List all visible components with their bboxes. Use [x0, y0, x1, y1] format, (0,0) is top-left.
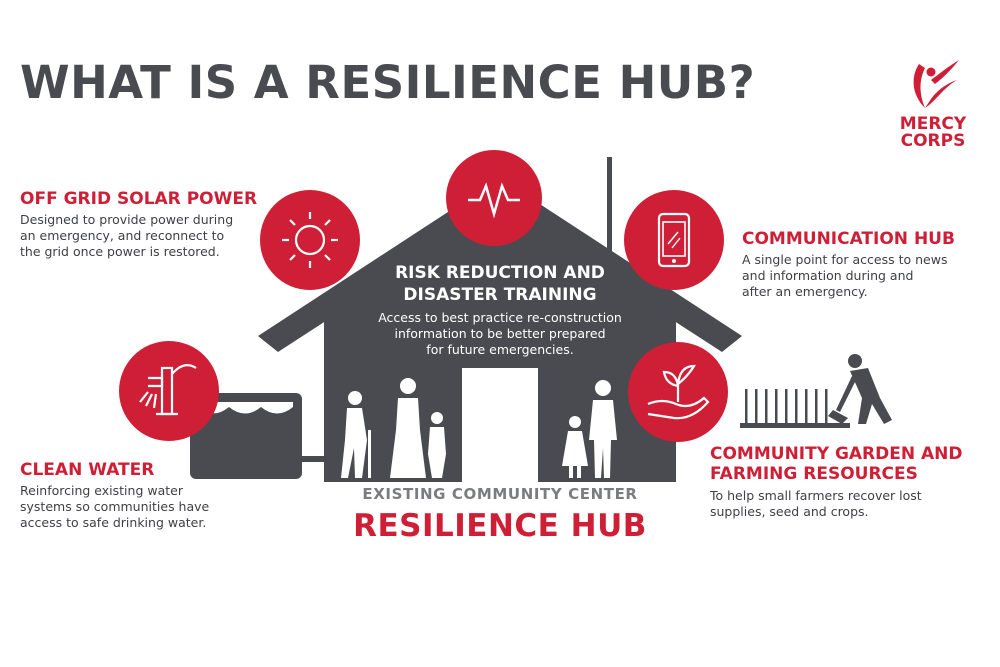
- house-door: [462, 368, 538, 482]
- pulse-line-icon-circle: [446, 150, 542, 246]
- water-description: Reinforcing existing water systems so co…: [20, 483, 210, 530]
- training-heading: RISK REDUCTION AND DISASTER TRAINING: [395, 263, 605, 305]
- sun-icon-circle: [260, 190, 360, 290]
- solar-heading: OFF GRID SOLAR POWER: [20, 189, 258, 209]
- mercy-corps-logo: MERCY CORPS: [892, 58, 974, 150]
- logo-line-1: MERCY: [899, 114, 967, 134]
- solar-description: Designed to provide power during an emer…: [20, 212, 234, 259]
- crop-row: [740, 389, 850, 428]
- garden-heading: COMMUNITY GARDEN AND FARMING RESOURCES: [710, 444, 963, 484]
- resilience-hub-label: RESILIENCE HUB: [353, 508, 647, 544]
- garden-description: To help small farmers recover lost suppl…: [710, 488, 922, 519]
- farmer-figure: [828, 354, 892, 424]
- mercy-corps-figure-icon: [913, 60, 959, 108]
- existing-center-label: EXISTING COMMUNITY CENTER: [362, 485, 638, 503]
- training-description: Access to best practice re-construction …: [378, 310, 622, 357]
- family-group-right: [562, 380, 617, 478]
- page-title: WHAT IS A RESILIENCE HUB?: [20, 56, 756, 109]
- smartphone-icon-circle: [624, 190, 724, 290]
- water-heading: CLEAN WATER: [20, 460, 155, 480]
- communication-description: A single point for access to news and in…: [742, 252, 948, 299]
- logo-line-2: CORPS: [900, 131, 966, 151]
- communication-heading: COMMUNICATION HUB: [742, 229, 955, 249]
- family-group-left: [341, 378, 446, 478]
- seedling-hand-icon-circle: [628, 342, 728, 442]
- water-pump-icon-circle: [119, 341, 219, 441]
- antenna: [607, 157, 612, 267]
